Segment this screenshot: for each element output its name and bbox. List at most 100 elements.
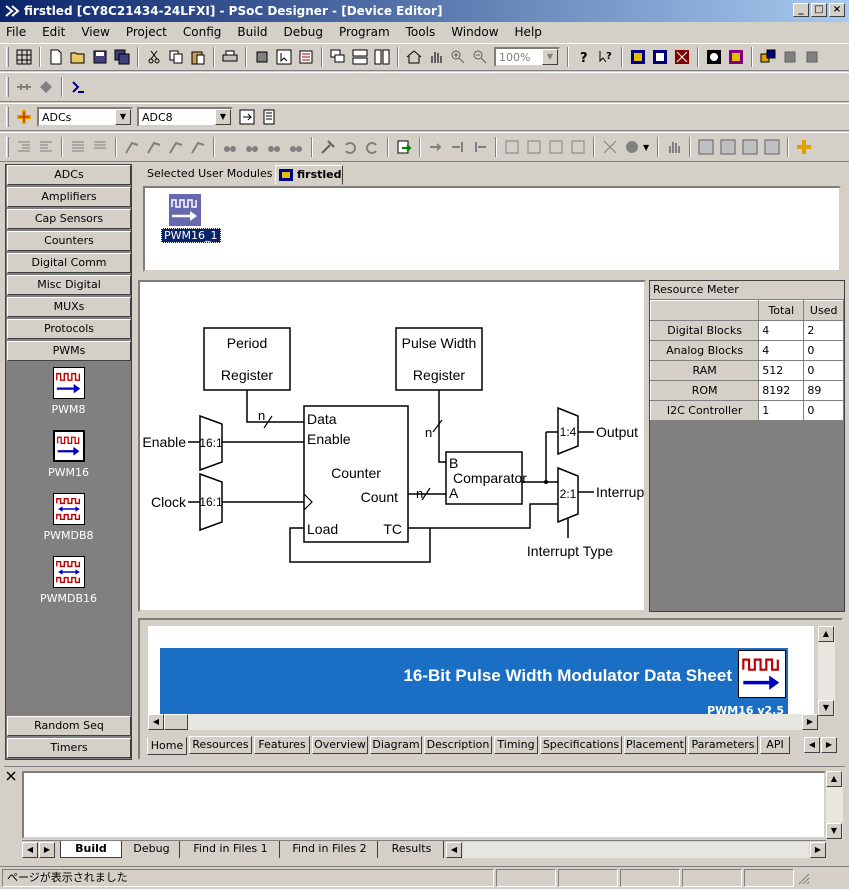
- uncomment-icon[interactable]: [92, 139, 108, 155]
- home-icon[interactable]: [406, 49, 422, 65]
- output-vscrollbar[interactable]: ▲ ▼: [826, 771, 843, 839]
- scroll-down-icon[interactable]: ▼: [818, 700, 834, 716]
- tab-api[interactable]: API: [760, 736, 790, 754]
- flash-icon[interactable]: [728, 49, 744, 65]
- step-into-icon[interactable]: [450, 139, 466, 155]
- cut-icon[interactable]: [146, 49, 162, 65]
- chevron-down-icon[interactable]: ▼: [542, 49, 558, 65]
- menu-edit[interactable]: Edit: [42, 24, 66, 39]
- save-all-icon[interactable]: [114, 49, 130, 65]
- output-hscroll-right-icon[interactable]: ▶: [810, 842, 826, 858]
- category-cap-sensors[interactable]: Cap Sensors: [7, 209, 131, 229]
- indent-icon[interactable]: [16, 139, 32, 155]
- module-select[interactable]: ADC8 ▼: [137, 107, 233, 127]
- bookmark-icon[interactable]: [124, 139, 140, 155]
- tab-home[interactable]: Home: [147, 737, 187, 755]
- pwmdb8-icon[interactable]: [53, 493, 85, 525]
- hand-icon[interactable]: [428, 49, 444, 65]
- chip-edit-icon[interactable]: [652, 49, 668, 65]
- new-file-icon[interactable]: [48, 49, 64, 65]
- outdent-icon[interactable]: [38, 139, 54, 155]
- tab-timing[interactable]: Timing: [494, 736, 538, 754]
- layout-1-icon[interactable]: [698, 139, 714, 155]
- category-muxs[interactable]: MUXs: [7, 297, 131, 317]
- undo-icon[interactable]: [342, 139, 358, 155]
- dropdown-arrow-icon[interactable]: ▼: [643, 142, 650, 152]
- placed-module-label[interactable]: PWM16_1: [161, 228, 221, 243]
- tab-scroll-left-icon[interactable]: ◀: [804, 737, 820, 753]
- chevron-down-icon[interactable]: ▼: [215, 109, 231, 125]
- scroll-up-icon[interactable]: ▲: [826, 771, 842, 787]
- redo-icon[interactable]: [364, 139, 380, 155]
- tools-icon[interactable]: [320, 139, 336, 155]
- stop-hand-icon[interactable]: [666, 139, 682, 155]
- add-icon[interactable]: [796, 139, 812, 155]
- category-pwms[interactable]: PWMs: [7, 341, 131, 361]
- minimize-button[interactable]: _: [793, 3, 809, 17]
- category-adcs[interactable]: ADCs: [7, 165, 131, 185]
- menu-view[interactable]: View: [81, 24, 110, 39]
- pwm8-icon[interactable]: [53, 367, 85, 399]
- help-icon[interactable]: ?: [576, 49, 592, 65]
- tab-overview[interactable]: Overview: [312, 736, 368, 754]
- debug-icon[interactable]: [706, 49, 722, 65]
- layout-3-icon[interactable]: [742, 139, 758, 155]
- route-icon[interactable]: [70, 79, 86, 95]
- category-amplifiers[interactable]: Amplifiers: [7, 187, 131, 207]
- scroll-left-icon[interactable]: ◀: [148, 714, 164, 730]
- output-hscrollbar[interactable]: [463, 842, 809, 858]
- list-icon[interactable]: [298, 49, 314, 65]
- chip-view-icon[interactable]: [630, 49, 646, 65]
- save-icon[interactable]: [92, 49, 108, 65]
- find-icon[interactable]: [222, 139, 238, 155]
- menu-config[interactable]: Config: [182, 24, 222, 39]
- menu-file[interactable]: File: [6, 24, 27, 39]
- output-tab-debug[interactable]: Debug: [124, 841, 180, 858]
- placed-pwm16-icon[interactable]: [169, 194, 201, 226]
- breakpoint-icon[interactable]: [602, 139, 618, 155]
- chip-route-icon[interactable]: [674, 49, 690, 65]
- category-protocols[interactable]: Protocols: [7, 319, 131, 339]
- tab-description[interactable]: Description: [424, 736, 492, 754]
- category-timers[interactable]: Timers: [7, 738, 131, 758]
- locals-icon[interactable]: [570, 139, 586, 155]
- select-tool-icon[interactable]: [276, 49, 292, 65]
- menu-build[interactable]: Build: [237, 24, 268, 39]
- watch-icon[interactable]: [504, 139, 520, 155]
- cascade-icon[interactable]: [330, 49, 346, 65]
- grid-icon[interactable]: [16, 49, 32, 65]
- open-folder-icon[interactable]: [70, 49, 86, 65]
- zoom-out-icon[interactable]: [472, 49, 488, 65]
- comment-icon[interactable]: [70, 139, 86, 155]
- tab-scroll-right-icon[interactable]: ▶: [821, 737, 837, 753]
- resize-grip-icon[interactable]: [796, 871, 810, 885]
- pwmdb16-icon[interactable]: [53, 556, 85, 588]
- tab-project-firstled[interactable]: firstled: [275, 165, 343, 185]
- category-misc-digital[interactable]: Misc Digital: [7, 275, 131, 295]
- output-tab-results[interactable]: Results: [380, 841, 444, 858]
- datasheet-page[interactable]: 16-Bit Pulse Width Modulator Data Sheet …: [148, 626, 814, 716]
- scroll-up-icon[interactable]: ▲: [818, 626, 834, 642]
- tab-features[interactable]: Features: [254, 736, 310, 754]
- clear-bookmarks-icon[interactable]: [190, 139, 206, 155]
- output-tab-build[interactable]: Build: [60, 841, 122, 858]
- find-next-icon[interactable]: [244, 139, 260, 155]
- tab-diagram[interactable]: Diagram: [370, 736, 422, 754]
- close-button[interactable]: ×: [829, 3, 845, 17]
- memory-icon[interactable]: [526, 139, 542, 155]
- datasheet-vscrollbar[interactable]: ▲ ▼: [818, 626, 835, 716]
- tile-vertical-icon[interactable]: [374, 49, 390, 65]
- module-rotate-icon[interactable]: [804, 49, 820, 65]
- output-tab-find-in-files-2[interactable]: Find in Files 2: [282, 841, 378, 858]
- copy-icon[interactable]: [168, 49, 184, 65]
- category-digital-comm[interactable]: Digital Comm: [7, 253, 131, 273]
- connect-icon[interactable]: [16, 79, 32, 95]
- output-tab-right-icon[interactable]: ▶: [39, 842, 55, 858]
- scroll-down-icon[interactable]: ▼: [826, 823, 842, 839]
- pwm16-icon[interactable]: [53, 430, 85, 462]
- tab-parameters[interactable]: Parameters: [688, 736, 758, 754]
- zoom-select[interactable]: 100% ▼: [494, 47, 560, 67]
- find-in-files-icon[interactable]: [266, 139, 282, 155]
- output-tab-find-in-files-1[interactable]: Find in Files 1: [182, 841, 280, 858]
- registers-icon[interactable]: [548, 139, 564, 155]
